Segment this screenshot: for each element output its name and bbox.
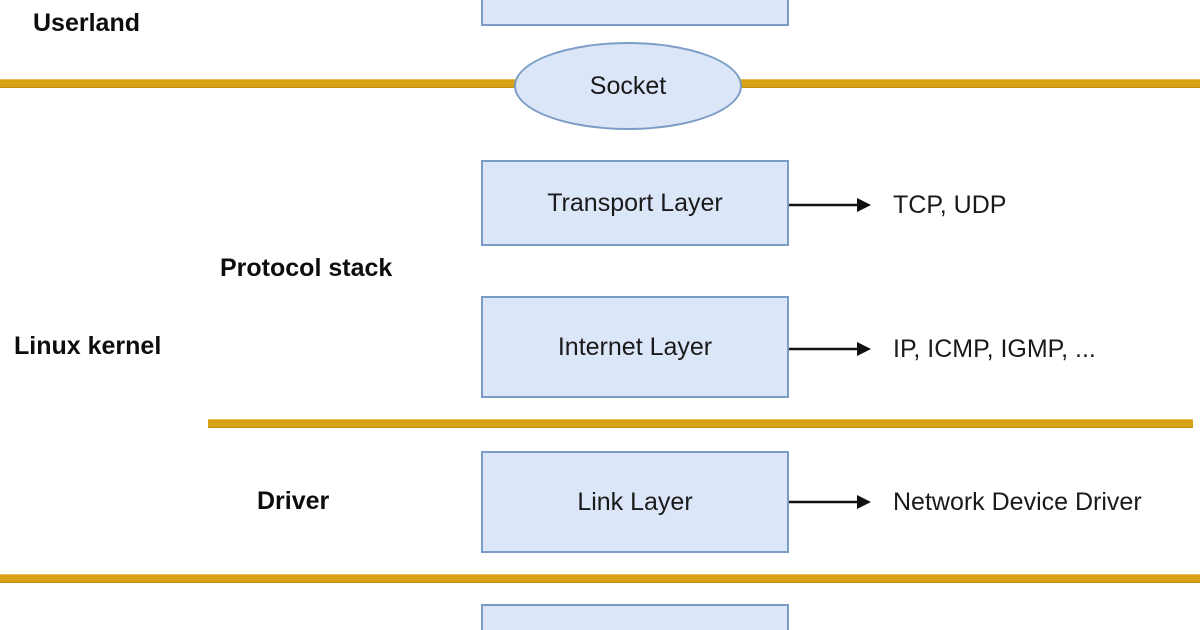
divider-protocolstack-driver bbox=[208, 419, 1193, 428]
annotation-transport: TCP, UDP bbox=[789, 190, 1006, 220]
section-label-protocol-stack: Protocol stack bbox=[220, 254, 393, 282]
section-label-linux-kernel: Linux kernel bbox=[14, 332, 162, 360]
annotation-internet-label: IP, ICMP, IGMP, ... bbox=[893, 334, 1096, 363]
section-label-userland: Userland bbox=[33, 9, 140, 37]
arrow-right-icon bbox=[789, 198, 871, 212]
node-socket[interactable]: Socket bbox=[514, 42, 742, 130]
annotation-link: Network Device Driver bbox=[789, 487, 1142, 517]
node-hardware-layer[interactable] bbox=[481, 604, 789, 630]
arrow-right-icon bbox=[789, 495, 871, 509]
section-label-driver: Driver bbox=[257, 487, 330, 515]
annotation-link-label: Network Device Driver bbox=[893, 487, 1142, 516]
node-application-layer[interactable] bbox=[481, 0, 789, 26]
divider-driver-hardware bbox=[0, 574, 1200, 583]
annotation-internet: IP, ICMP, IGMP, ... bbox=[789, 334, 1096, 364]
node-link-layer[interactable]: Link Layer bbox=[481, 451, 789, 553]
node-internet-layer[interactable]: Internet Layer bbox=[481, 296, 789, 398]
node-transport-layer[interactable]: Transport Layer bbox=[481, 160, 789, 246]
arrow-right-icon bbox=[789, 342, 871, 356]
annotation-transport-label: TCP, UDP bbox=[893, 190, 1007, 219]
